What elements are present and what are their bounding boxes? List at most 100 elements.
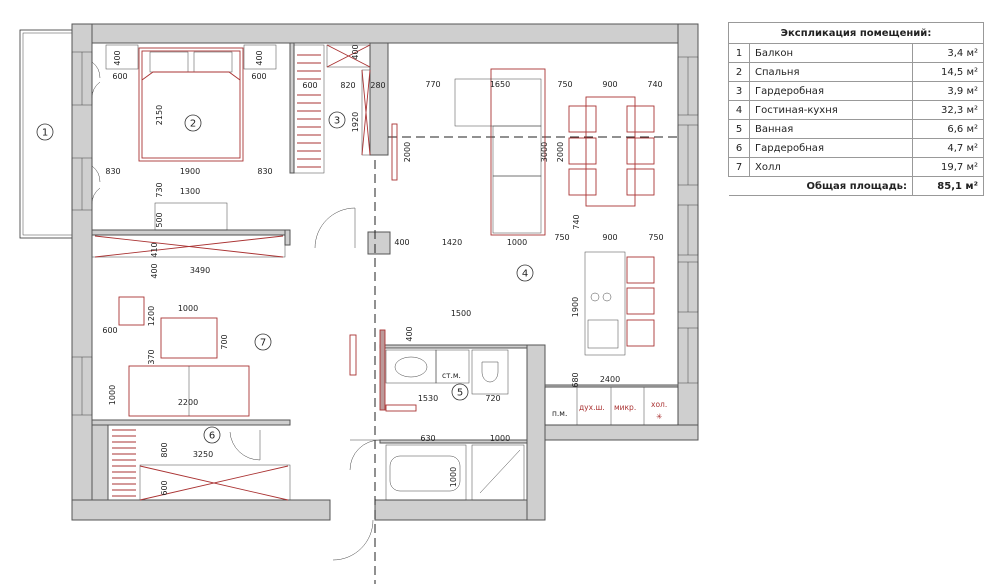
room-number: 3 xyxy=(334,116,340,127)
dimension-label: 1920 xyxy=(351,112,360,132)
corner-sofa xyxy=(454,68,546,236)
dimension-label: 400 xyxy=(394,238,409,247)
door xyxy=(314,207,356,249)
dimension-label: 830 xyxy=(105,167,120,176)
dimension-label: 370 xyxy=(147,349,156,364)
kitchen-island xyxy=(584,251,655,356)
nightstand xyxy=(243,44,277,70)
dresser xyxy=(154,202,228,231)
dimension-label: 2000 xyxy=(556,142,565,162)
dimension-label: 400 xyxy=(255,50,264,65)
dimension-label: 3250 xyxy=(193,450,213,459)
kitchen-counter xyxy=(544,386,679,426)
door xyxy=(229,430,261,461)
dimension-label: 500 xyxy=(155,212,164,227)
dining-table xyxy=(568,96,655,207)
room-area: 6,6 м² xyxy=(912,119,984,139)
walls xyxy=(71,23,699,521)
room-number-circle xyxy=(184,114,202,132)
dimension-label: 750 xyxy=(648,233,663,242)
entrance-door xyxy=(332,519,374,561)
microwave-label: микр. xyxy=(614,403,636,412)
room-number: 2 xyxy=(190,119,196,130)
room-name: Гардеробная xyxy=(749,138,913,158)
dimension-label: 3000 xyxy=(540,142,549,162)
dimension-label: 280 xyxy=(370,81,385,90)
dimension-label: 700 xyxy=(220,334,229,349)
total-area-label: Общая площадь: xyxy=(728,176,913,196)
dimension-label: 1420 xyxy=(442,238,462,247)
balcony-doors xyxy=(91,61,101,205)
room-area: 32,3 м² xyxy=(912,100,984,120)
room-number-circle xyxy=(516,264,534,282)
oven-label: дух.ш. xyxy=(579,403,605,412)
dimension-label: 740 xyxy=(572,214,581,229)
room-number: 1 xyxy=(728,43,750,63)
dimension-label: 1000 xyxy=(449,467,458,487)
dimension-label: 770 xyxy=(425,80,440,89)
dimension-label: 1200 xyxy=(147,306,156,326)
dimension-label: 750 xyxy=(554,233,569,242)
hall-furniture xyxy=(118,296,357,417)
room-number: 7 xyxy=(728,157,750,177)
room-number: 5 xyxy=(728,119,750,139)
room-area: 3,4 м² xyxy=(912,43,984,63)
dimension-label: 1530 xyxy=(418,394,438,403)
room-area: 4,7 м² xyxy=(912,138,984,158)
bed xyxy=(138,47,244,162)
dimension-label: 600 xyxy=(302,81,317,90)
dimension-label: 2400 xyxy=(600,375,620,384)
room-number: 6 xyxy=(728,138,750,158)
dimension-label: 900 xyxy=(602,233,617,242)
room-area: 19,7 м² xyxy=(912,157,984,177)
door xyxy=(349,439,381,471)
hall-wardrobe xyxy=(91,234,286,258)
dimension-label: 1000 xyxy=(490,434,510,443)
dimension-label: 1650 xyxy=(490,80,510,89)
room-number: 7 xyxy=(260,338,266,349)
fridge-symbol: ✳ xyxy=(656,412,662,421)
room-name: Гардеробная xyxy=(749,81,913,101)
dimension-label: 600 xyxy=(251,72,266,81)
dimension-label: 2150 xyxy=(155,105,164,125)
room-name: Балкон xyxy=(749,43,913,63)
room-name: Спальня xyxy=(749,62,913,82)
room-name: Гостиная-кухня xyxy=(749,100,913,120)
room-number-circle xyxy=(254,333,272,351)
dimension-label: 740 xyxy=(647,80,662,89)
wardrobe-3-shelves xyxy=(293,44,371,174)
room-number: 4 xyxy=(522,269,528,280)
dimension-label: 1900 xyxy=(571,297,580,317)
dimension-label: 600 xyxy=(102,326,117,335)
dimension-label: 400 xyxy=(405,326,414,341)
dimension-label: 1900 xyxy=(180,167,200,176)
dimension-label: 800 xyxy=(160,442,169,457)
dimension-label: 1300 xyxy=(180,187,200,196)
room-number: 1 xyxy=(42,128,48,139)
room-number-circle xyxy=(203,426,221,444)
washing-machine-label: ст.м. xyxy=(442,371,461,380)
dishwasher-label: п.м. xyxy=(552,409,567,418)
room-name: Ванная xyxy=(749,119,913,139)
dimension-label: 400 xyxy=(351,44,360,59)
room-name: Холл xyxy=(749,157,913,177)
dimension-label: 680 xyxy=(571,372,580,387)
tv-unit xyxy=(391,123,398,181)
fridge-label: хол. xyxy=(651,400,667,409)
dimension-label: 730 xyxy=(155,182,164,197)
dimension-label: 600 xyxy=(160,480,169,495)
dimension-label: 900 xyxy=(602,80,617,89)
room-number-circle xyxy=(451,383,469,401)
room-number: 2 xyxy=(728,62,750,82)
dimension-label: 600 xyxy=(112,72,127,81)
room-number-circle xyxy=(328,111,346,129)
dimension-label: 820 xyxy=(340,81,355,90)
